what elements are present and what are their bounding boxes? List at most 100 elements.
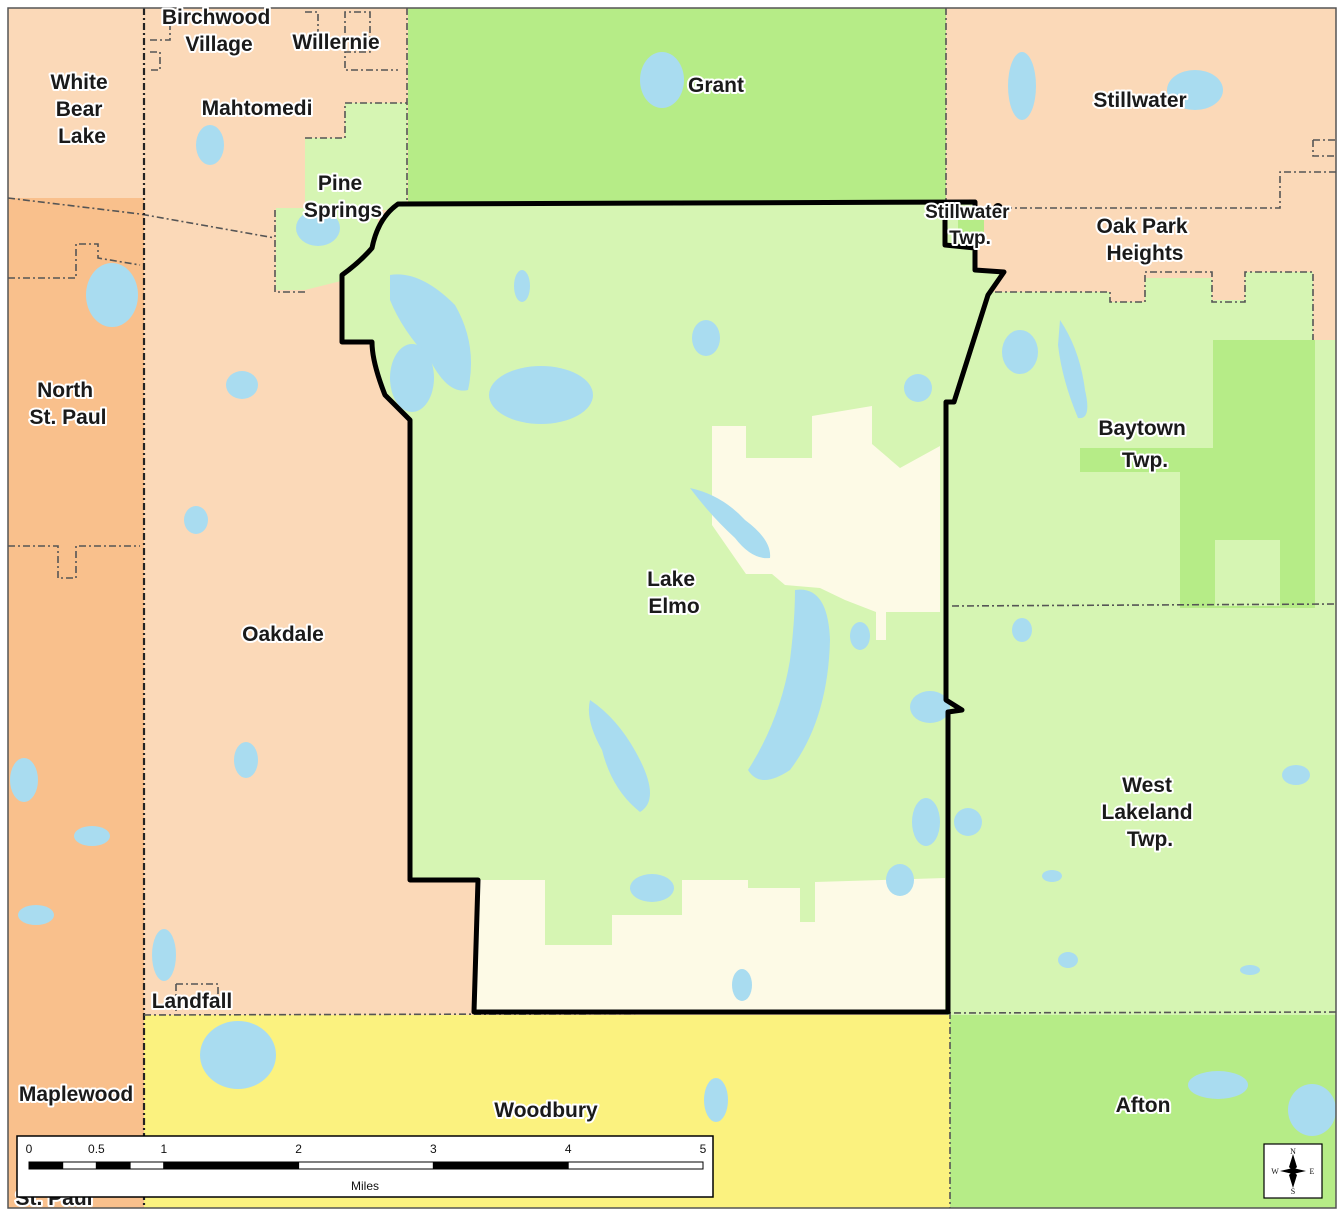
boundary-line	[274, 210, 305, 293]
label-mahtomedi: Mahtomedi	[202, 97, 313, 120]
lake	[1008, 52, 1036, 120]
scale-bar-tick-label: 5	[700, 1142, 707, 1156]
lake	[1282, 765, 1310, 785]
compass-n: N	[1290, 1147, 1296, 1156]
lake	[200, 1021, 276, 1089]
label-grant: Grant	[688, 74, 744, 97]
label-stillwater: Stillwater	[1093, 89, 1186, 112]
boundary-marker	[993, 203, 1003, 213]
lake	[1167, 70, 1223, 110]
label-oakdale: Oakdale	[242, 623, 324, 646]
lake	[630, 874, 674, 902]
label-willernie: Willernie	[292, 31, 379, 54]
stillwater-twp-parcel	[958, 220, 984, 234]
lake	[152, 929, 176, 981]
lake	[904, 374, 932, 402]
lake	[588, 700, 650, 812]
scale-bar-segment	[28, 1161, 64, 1170]
baytown-inner-area	[1215, 540, 1280, 606]
label-stillwater-twp: Stillwater Twp.	[925, 202, 1015, 249]
lake	[1288, 1084, 1336, 1136]
scale-bar-segment	[432, 1161, 569, 1170]
lake	[1042, 870, 1062, 882]
north-arrow: N S W E	[1263, 1143, 1323, 1199]
boundary-line	[995, 271, 1314, 340]
label-pine-springs: Pine Springs	[304, 172, 382, 222]
scale-bar-tick-label: 0.5	[88, 1142, 105, 1156]
scale-bar-segment	[163, 1161, 300, 1170]
lake	[489, 366, 593, 424]
lake	[18, 905, 54, 925]
compass-needle-ew	[1280, 1168, 1306, 1174]
scale-bar-tick-label: 1	[160, 1142, 167, 1156]
lake	[886, 864, 914, 896]
lake-elmo-boundary	[339, 199, 1007, 1015]
lake-elmo-south-area	[474, 878, 945, 1012]
compass-needle-north	[1289, 1154, 1297, 1171]
compass-s: S	[1291, 1187, 1295, 1196]
map-frame	[7, 7, 1337, 1209]
lake	[234, 742, 258, 778]
lake	[954, 808, 982, 836]
scale-bar-unit: Miles	[351, 1179, 379, 1193]
lake	[910, 691, 950, 723]
scale-bar-segment	[62, 1161, 97, 1170]
scale-bar-segment	[129, 1161, 165, 1170]
boundary-line	[1312, 139, 1336, 157]
lake	[226, 371, 258, 399]
lake	[640, 52, 684, 108]
boundary-line	[175, 983, 219, 1012]
boundary-line	[951, 603, 1337, 607]
lake	[1058, 952, 1078, 968]
scale-bar-segment	[298, 1161, 434, 1170]
lake	[850, 622, 870, 650]
lake	[184, 506, 208, 534]
compass-needle-south	[1289, 1171, 1297, 1188]
label-oak-park-heights: Oak Park Heights	[1097, 215, 1194, 265]
lake	[1188, 1071, 1248, 1099]
lake	[1012, 618, 1032, 642]
label-west-lakeland-twp: West Lakeland Twp.	[1102, 774, 1199, 851]
boundary-line	[8, 545, 140, 579]
label-baytown-twp: Baytown Twp.	[1098, 417, 1191, 472]
scale-bar-segment	[567, 1161, 704, 1170]
boundary-line	[305, 11, 398, 71]
north-st-paul-maplewood-area	[8, 198, 144, 1208]
lake	[10, 758, 38, 802]
lake	[1058, 320, 1088, 419]
boundary-line	[150, 18, 171, 71]
label-landfall: Landfall	[152, 990, 233, 1013]
scale-bar-tick-label: 0	[26, 1142, 33, 1156]
label-maplewood: Maplewood	[19, 1083, 133, 1106]
label-woodbury: Woodbury	[494, 1099, 598, 1122]
label-white-bear-lake: White Bear Lake	[51, 71, 114, 148]
scale-bar-segment	[95, 1161, 131, 1170]
lake	[74, 826, 110, 846]
scale-bar-tick-label: 3	[430, 1142, 437, 1156]
lake	[1002, 330, 1038, 374]
boundary-line	[8, 243, 141, 279]
compass-e: E	[1310, 1167, 1315, 1176]
lake-elmo-village-area	[712, 406, 940, 640]
label-afton: Afton	[1116, 1094, 1171, 1117]
compass-w: W	[1271, 1167, 1279, 1176]
place-labels: White Bear Lake Birchwood Village Willer…	[13, 4, 1199, 1211]
lake	[296, 210, 340, 246]
lake	[390, 344, 434, 412]
lake	[690, 488, 771, 559]
lake	[748, 589, 830, 780]
lake	[390, 274, 472, 391]
lake	[514, 270, 530, 302]
water-bodies	[10, 52, 1336, 1136]
lake	[704, 1078, 728, 1122]
boundary-line	[975, 171, 1336, 209]
label-lake-elmo: Lake Elmo	[647, 568, 701, 618]
lake	[692, 320, 720, 356]
lake	[732, 969, 752, 1001]
lake	[86, 263, 138, 327]
lake	[1240, 965, 1260, 975]
label-birchwood-village: Birchwood Village	[162, 6, 276, 56]
grant-area	[408, 8, 946, 203]
